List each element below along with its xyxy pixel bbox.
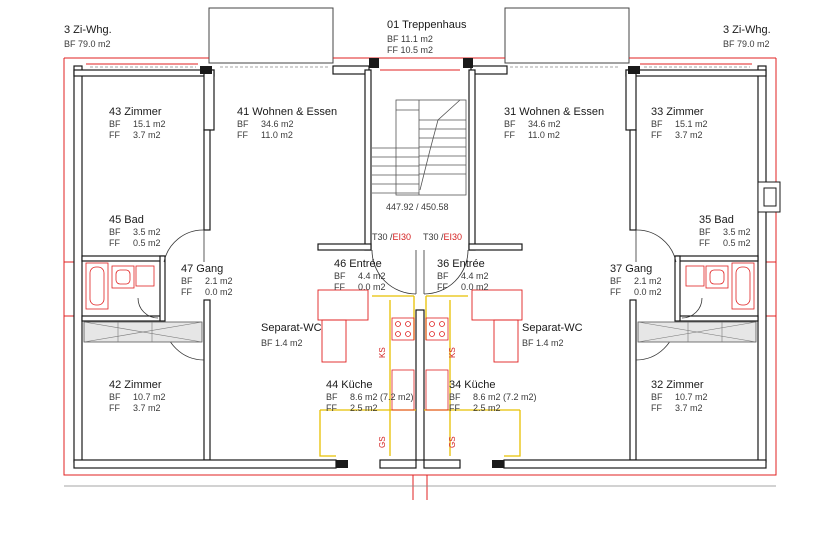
unit-area-right: BF 79.0 m2 <box>723 39 770 49</box>
room-33-name: 33 Zimmer <box>651 106 704 118</box>
walls <box>73 65 767 469</box>
room-35-name: 35 Bad <box>699 214 734 226</box>
room-46-name: 46 Entrée <box>334 258 382 270</box>
stair-bf: BF 11.1 m2 <box>387 34 433 44</box>
stair-ff: FF 10.5 m2 <box>387 45 434 55</box>
wc-right-bf: BF 1.4 m2 <box>522 338 564 348</box>
room-32-name: 32 Zimmer <box>651 379 704 391</box>
door-rating-left-ei: EI30 <box>392 232 412 242</box>
room-43-name: 43 Zimmer <box>109 106 162 118</box>
ks-mark-left: KS <box>378 347 387 358</box>
room-47-name: 47 Gang <box>181 263 224 275</box>
shaft-right-inner <box>763 187 777 207</box>
unit-title-left: 3 Zi-Whg. <box>64 24 112 36</box>
posts <box>200 58 640 468</box>
gs-mark-left: GS <box>378 436 387 448</box>
room-44-name: 44 Küche <box>326 379 373 391</box>
entrance-outline <box>317 289 523 363</box>
wc-right-name: Separat-WC <box>522 322 583 334</box>
room-45-name: 45 Bad <box>109 214 144 226</box>
gs-mark-right: GS <box>448 436 457 448</box>
room-34-name: 34 Küche <box>449 379 496 391</box>
room-37-name: 37 Gang <box>610 263 653 275</box>
staircase <box>372 99 467 196</box>
stair-name: 01 Treppenhaus <box>387 19 467 31</box>
unit-title-right: 3 Zi-Whg. <box>723 24 771 36</box>
door-rating-right-t: T30 / <box>423 232 444 242</box>
cabinet-cross <box>83 321 757 343</box>
ks-mark-right: KS <box>448 347 457 358</box>
room-41-name: 41 Wohnen & Essen <box>237 106 338 118</box>
room-42-name: 42 Zimmer <box>109 379 162 391</box>
unit-area-left: BF 79.0 m2 <box>64 39 111 49</box>
door-rating-right: T30 /EI30 <box>423 232 462 243</box>
door-rating-right-ei: EI30 <box>443 232 463 242</box>
door-rating-left-t: T30 / <box>372 232 393 242</box>
balcony-right <box>504 7 630 64</box>
stair-level: 447.92 / 450.58 <box>386 202 449 212</box>
room-36-name: 36 Entrée <box>437 258 485 270</box>
door-rating-left: T30 /EI30 <box>372 232 411 243</box>
kitchen-counters <box>391 317 449 411</box>
balcony-left <box>208 7 334 64</box>
wc-left-name: Separat-WC <box>261 322 322 334</box>
wc-left-bf: BF 1.4 m2 <box>261 338 303 348</box>
room-31-name: 31 Wohnen & Essen <box>504 106 605 118</box>
bathroom-fixtures <box>85 262 755 310</box>
